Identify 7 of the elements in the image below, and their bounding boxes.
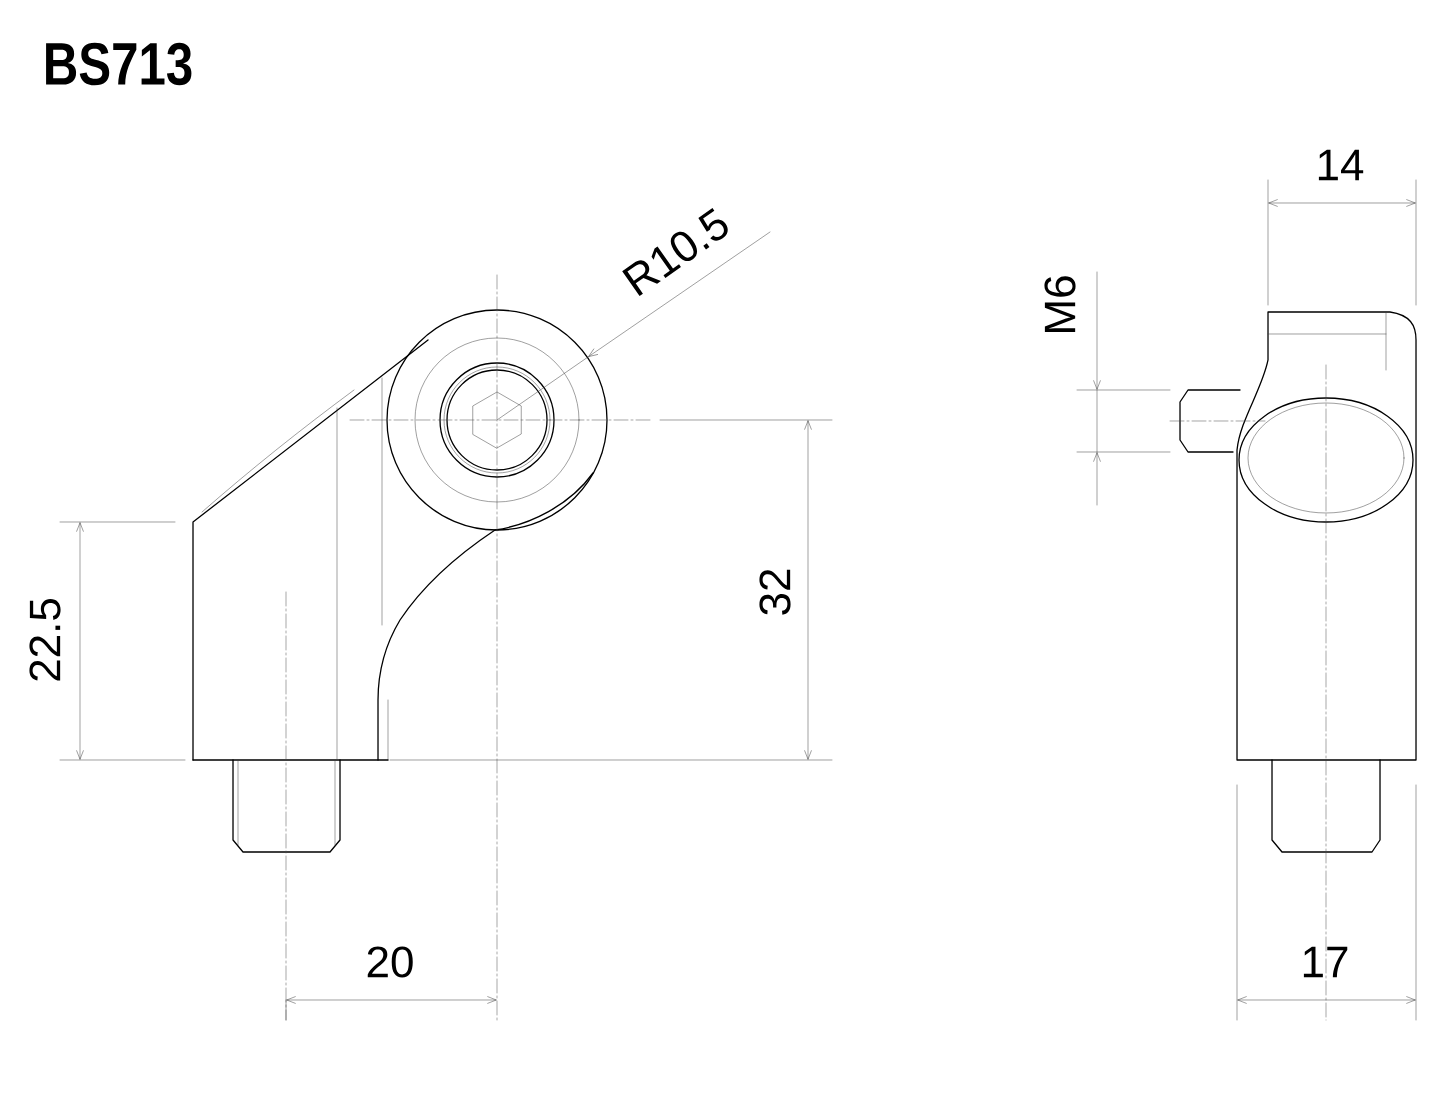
dimension-label: 32: [759, 569, 791, 615]
dimension-label: 22.5: [29, 599, 61, 681]
dimension-label: 20: [367, 946, 413, 978]
dimension-label: 14: [1318, 149, 1364, 181]
title: BS713: [46, 42, 192, 86]
dimension-label: 17: [1303, 946, 1348, 978]
dimension-label: M6: [1044, 276, 1076, 332]
